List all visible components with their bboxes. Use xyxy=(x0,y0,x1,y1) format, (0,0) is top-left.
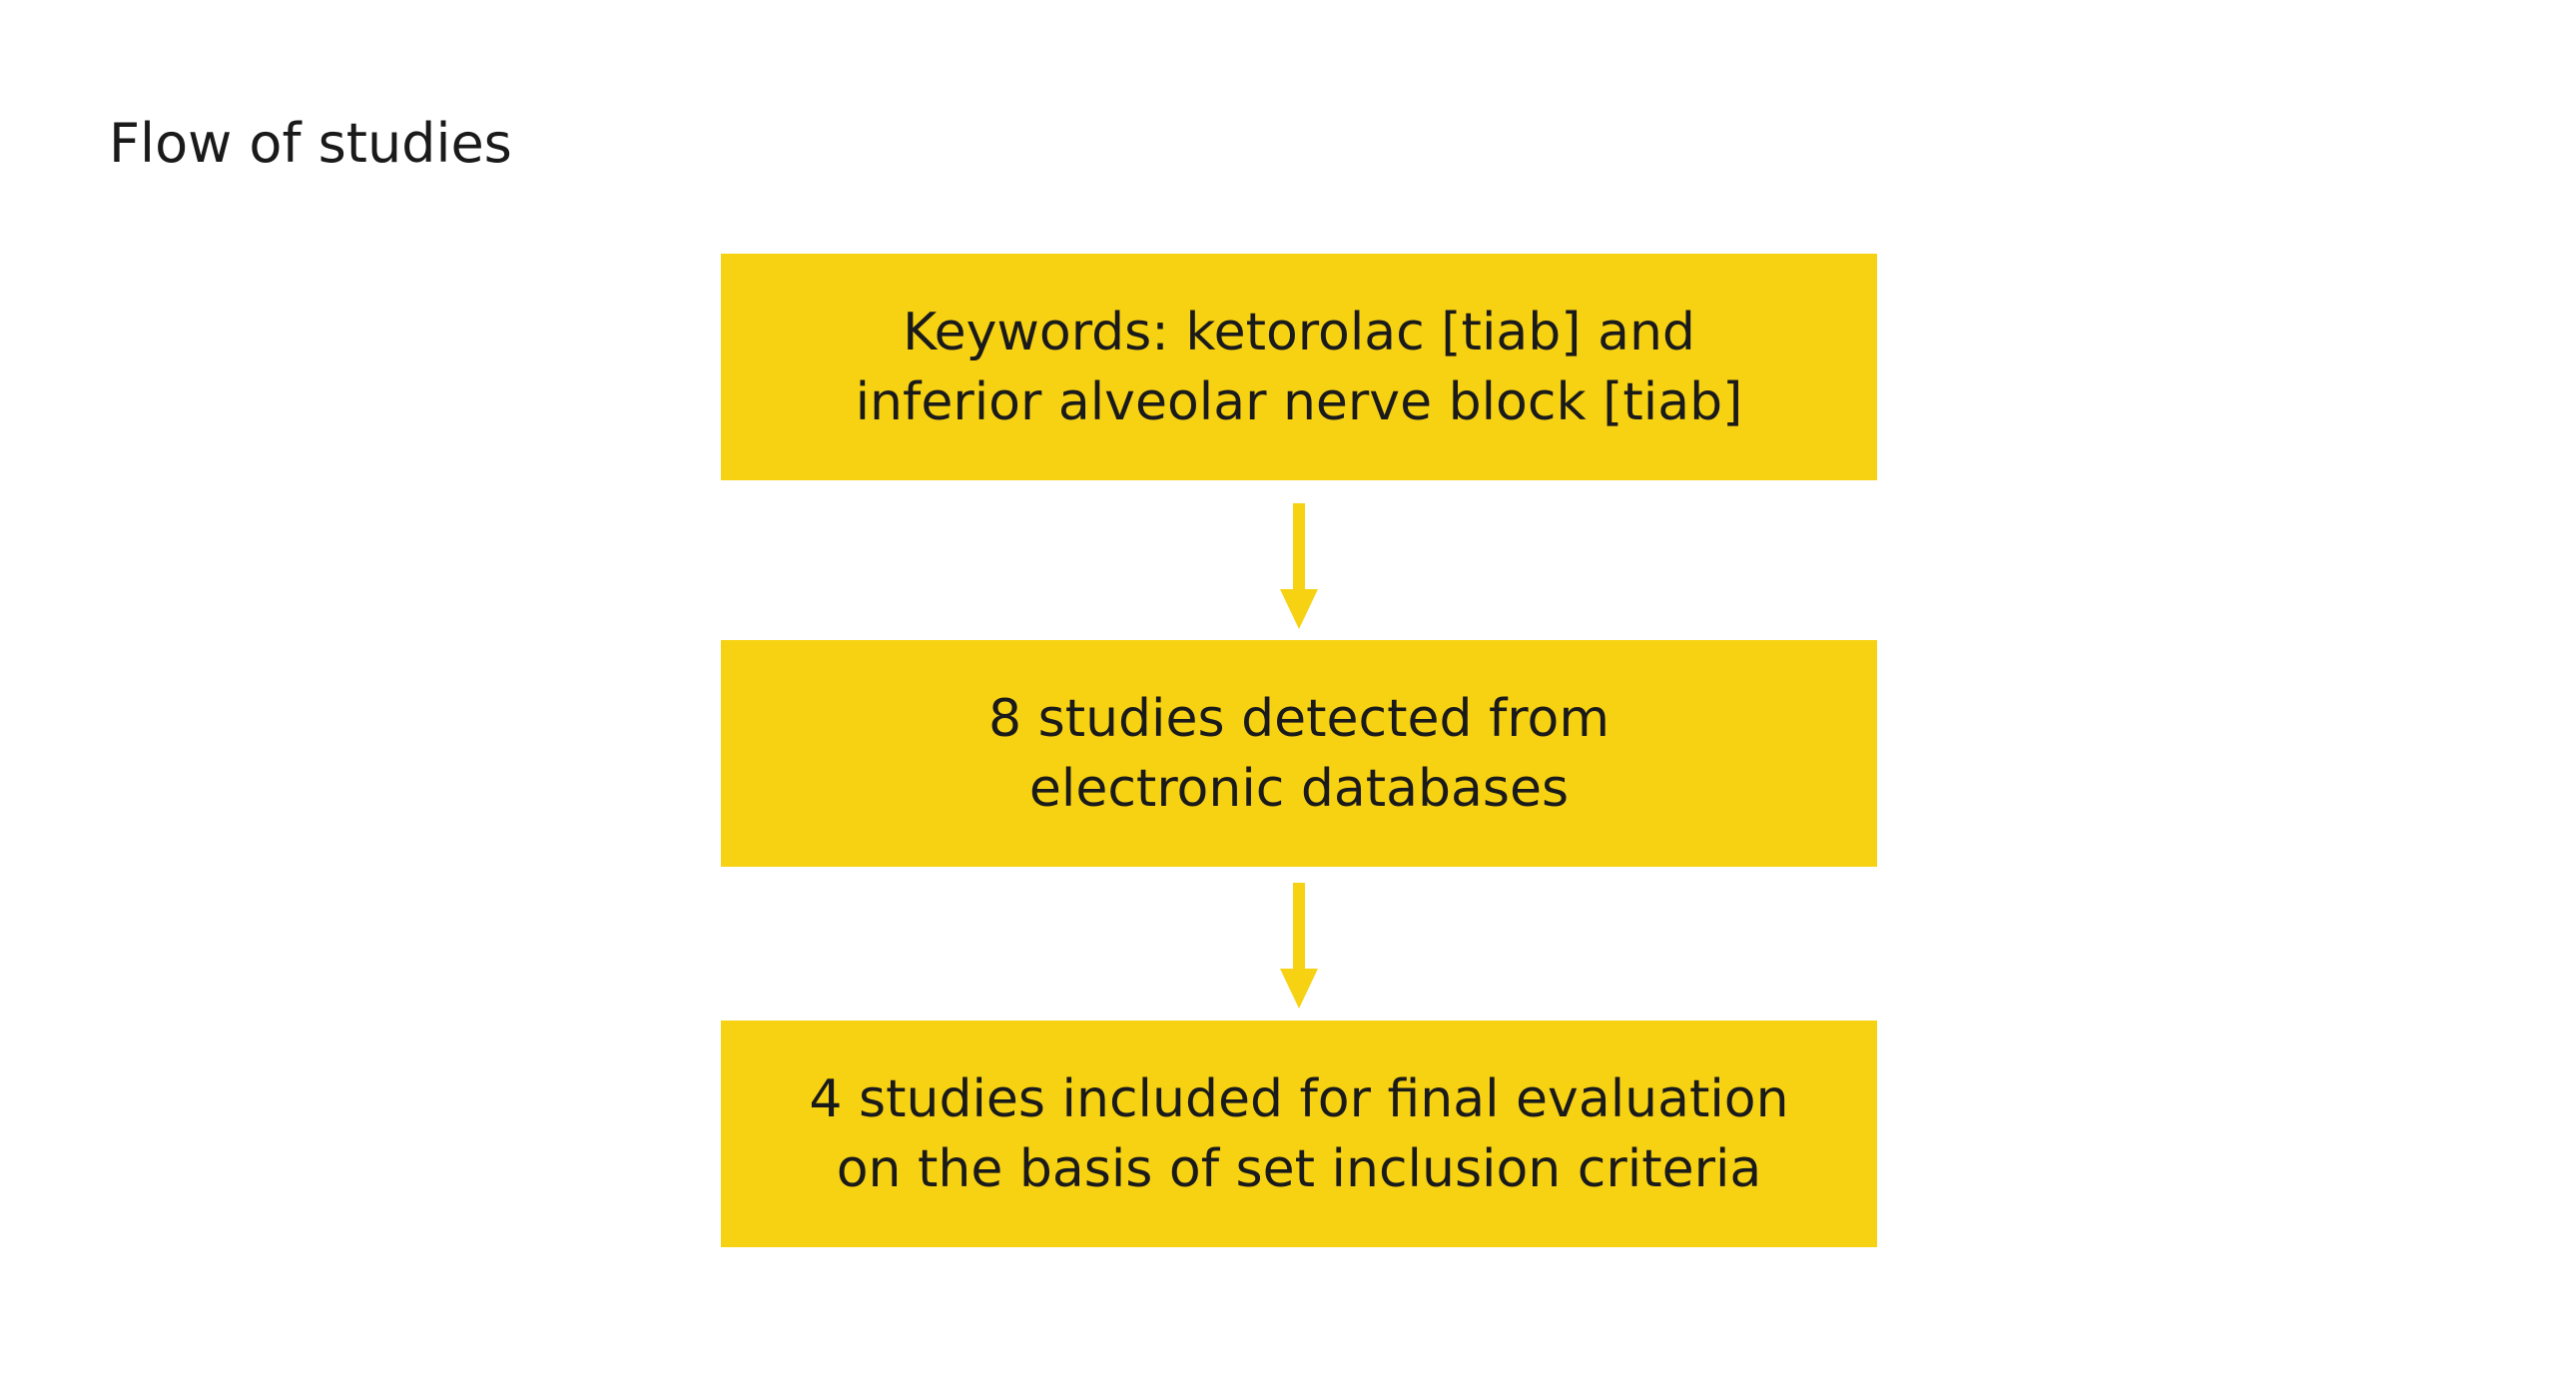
flow-box-keywords: Keywords: ketorolac [tiab] and inferior … xyxy=(721,254,1877,480)
flow-box-text-line: Keywords: ketorolac [tiab] and xyxy=(903,302,1695,362)
flow-box-text-line: 8 studies detected from xyxy=(987,688,1610,749)
down-arrow-icon xyxy=(1280,883,1318,1009)
flow-box-text-line: electronic databases xyxy=(1028,758,1570,819)
flow-box-studies-included: 4 studies included for final evaluation … xyxy=(721,1021,1877,1247)
flow-box-text-line: inferior alveolar nerve block [tiab] xyxy=(855,371,1743,432)
flow-box-text-line: 4 studies included for final evaluation xyxy=(809,1068,1789,1129)
slide-title: Flow of studies xyxy=(109,112,512,175)
flow-box-studies-detected: 8 studies detected from electronic datab… xyxy=(721,640,1877,867)
down-arrow-icon xyxy=(1280,503,1318,629)
flow-box-text-line: on the basis of set inclusion criteria xyxy=(836,1138,1762,1199)
